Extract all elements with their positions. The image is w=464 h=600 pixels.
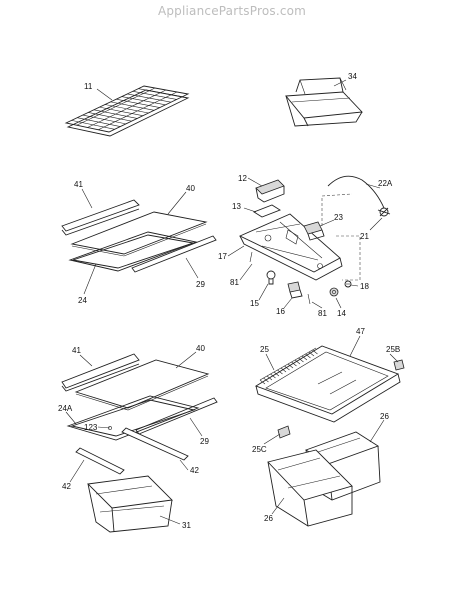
callout-14: 14 — [337, 309, 346, 318]
grille-slot — [263, 377, 269, 383]
crisper-cover-glass[interactable] — [254, 345, 401, 423]
upper-shelf-front-trim[interactable] — [61, 199, 140, 236]
leader-lines — [65, 79, 399, 525]
gasket[interactable] — [253, 204, 281, 218]
wire-shelf[interactable] — [64, 85, 190, 137]
right-crisper-drawer-front[interactable] — [267, 449, 353, 527]
lower-shelf-front-trim[interactable] — [61, 353, 140, 392]
callout-26: 26 — [380, 412, 389, 421]
grille-slot — [294, 359, 301, 365]
upper-shelf-rear-trim[interactable] — [131, 235, 217, 273]
callout-47: 47 — [356, 327, 365, 336]
thermostat[interactable] — [303, 221, 325, 241]
left-slide-rail[interactable] — [75, 447, 125, 475]
grille-slot — [270, 373, 276, 379]
knob[interactable] — [329, 287, 339, 297]
callout-12: 12 — [238, 174, 247, 183]
grille-slot — [280, 367, 287, 373]
callout-81: 81 — [230, 278, 239, 287]
grille-slot — [291, 361, 297, 367]
callout-22a: 22A — [378, 179, 393, 188]
control-housing[interactable] — [238, 213, 343, 281]
callout-24: 24 — [78, 296, 87, 305]
callout-42: 42 — [190, 466, 199, 475]
left-crisper-drawer[interactable] — [87, 475, 173, 533]
upper-glass-shelf[interactable] — [70, 211, 208, 257]
sensor-bulb[interactable] — [377, 207, 391, 217]
callout-17: 17 — [218, 252, 227, 261]
upper-shelf-frame[interactable] — [68, 231, 198, 272]
screw[interactable] — [344, 280, 352, 288]
grille-slot — [298, 357, 304, 363]
callout-31: 31 — [182, 521, 191, 530]
wires — [249, 251, 311, 305]
wire-crossbar — [98, 91, 178, 131]
callout-42-b: 42 — [62, 482, 71, 491]
crisper-cover-frame[interactable] — [66, 395, 200, 441]
callout-123: 123 — [84, 423, 98, 432]
callout-25c: 25C — [252, 445, 267, 454]
grille-slot — [259, 379, 266, 385]
callout-40-b: 40 — [196, 344, 205, 353]
callout-24a: 24A — [58, 404, 73, 413]
grille-slot — [287, 363, 294, 369]
lower-glass-shelf[interactable] — [74, 359, 210, 411]
callout-16: 16 — [276, 307, 285, 316]
grille-slot — [305, 353, 311, 359]
capillary-tube[interactable] — [321, 175, 385, 281]
light-socket[interactable] — [287, 281, 303, 299]
callout-29: 29 — [196, 280, 205, 289]
callout-labels: 11 34 41 40 24 29 12 22A 13 23 21 17 81 … — [58, 72, 400, 530]
callout-41-b: 41 — [72, 346, 81, 355]
small-bin[interactable] — [285, 77, 363, 127]
cover-support-rail[interactable] — [108, 426, 189, 461]
damper-cover[interactable] — [255, 179, 285, 203]
callout-25b: 25B — [386, 345, 400, 354]
callout-81-b: 81 — [318, 309, 327, 318]
watermark: AppliancePartsPros.com — [157, 4, 307, 18]
callout-21: 21 — [360, 232, 369, 241]
callout-34: 34 — [348, 72, 357, 81]
grille-slot — [301, 355, 308, 361]
callout-40: 40 — [186, 184, 195, 193]
wire-crossbar — [87, 89, 167, 128]
callout-23: 23 — [334, 213, 343, 222]
callout-26-b: 26 — [264, 514, 273, 523]
grille-slot — [312, 349, 318, 355]
cover-bracket-left[interactable] — [277, 425, 291, 439]
cover-bracket-right[interactable] — [393, 359, 405, 371]
callout-13: 13 — [232, 202, 241, 211]
callout-15: 15 — [250, 299, 259, 308]
callout-11: 11 — [84, 82, 93, 91]
light-bulb[interactable] — [266, 270, 276, 285]
callout-29-b: 29 — [200, 437, 209, 446]
grille-slot — [266, 375, 273, 381]
callout-41: 41 — [74, 180, 83, 189]
grille-slot — [284, 365, 290, 371]
grille-slot — [277, 369, 283, 375]
callout-18: 18 — [360, 282, 369, 291]
grille-slot — [308, 351, 315, 357]
callout-25: 25 — [260, 345, 269, 354]
wire-crossbar — [76, 87, 156, 126]
grille-slot — [273, 371, 280, 377]
